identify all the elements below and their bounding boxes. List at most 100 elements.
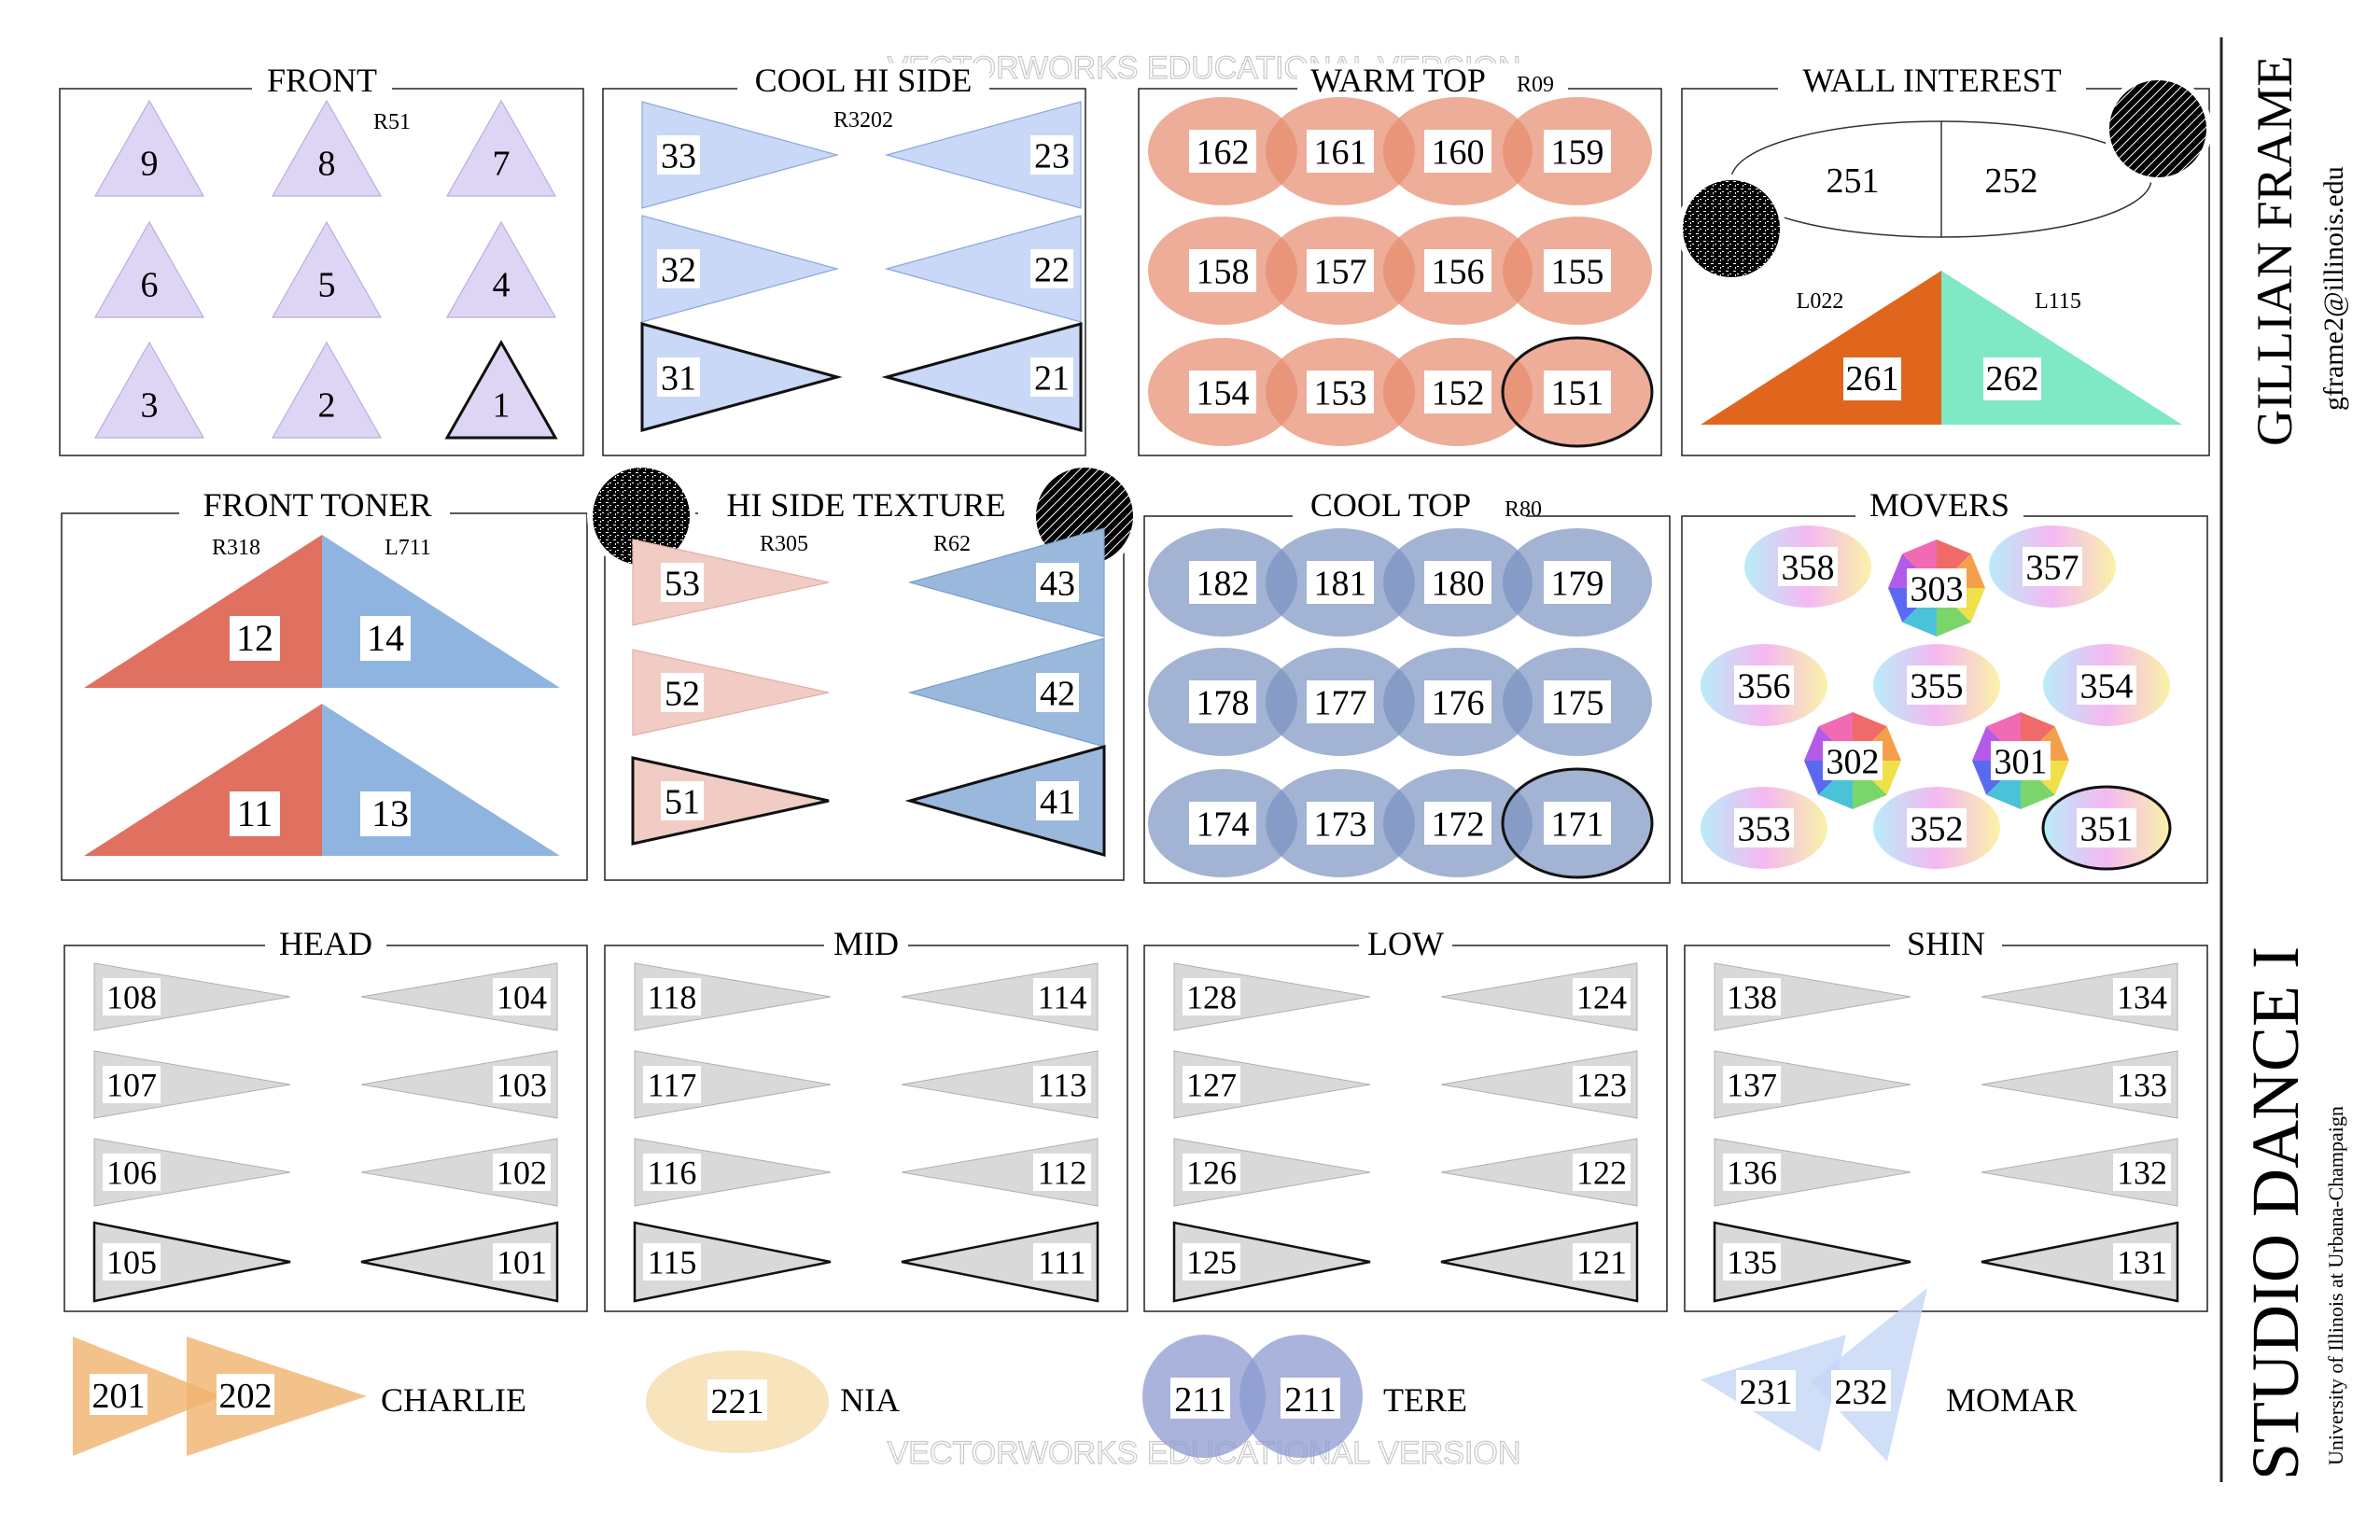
- special-triangle: [187, 1337, 367, 1456]
- specials-row: 201 202 CHARLIE 221 NIA 211 211 TERE 231…: [73, 1288, 2077, 1462]
- toner-gel-left-label: R318: [212, 536, 260, 560]
- system-unit: [633, 1221, 832, 1303]
- system-unit: [92, 1221, 291, 1303]
- texture-unit: [904, 745, 1106, 857]
- texture-unit: [907, 527, 1105, 637]
- channel-3: 3: [141, 385, 159, 425]
- channel-32: 32: [661, 250, 696, 289]
- channel-53: 53: [665, 564, 700, 603]
- channel-352: 352: [1911, 809, 1964, 848]
- channel-358: 358: [1782, 548, 1835, 587]
- channel-51: 51: [665, 782, 700, 821]
- channel-41: 41: [1040, 782, 1075, 821]
- front-unit: [93, 220, 205, 318]
- system-unit: [901, 1221, 1099, 1303]
- channel-211: 211: [1284, 1380, 1337, 1420]
- channel-7: 7: [493, 144, 511, 183]
- texture-unit: [907, 637, 1105, 748]
- section-wall-interest: WALL INTEREST 251 252 L022 L115 261 262: [1677, 62, 2212, 456]
- channel-126: 126: [1186, 1155, 1237, 1192]
- channel-2: 2: [318, 385, 336, 425]
- section-mid-title: MID: [833, 925, 899, 962]
- channel-301: 301: [1995, 742, 2048, 781]
- channel-251: 251: [1827, 161, 1880, 201]
- channel-103: 103: [497, 1067, 547, 1104]
- channel-134: 134: [2117, 979, 2167, 1016]
- channel-302: 302: [1827, 742, 1880, 781]
- channel-12: 12: [236, 617, 273, 659]
- texture-unit: [631, 756, 830, 846]
- channel-261: 261: [1846, 359, 1899, 399]
- channel-14: 14: [367, 617, 404, 659]
- channel-31: 31: [661, 358, 696, 398]
- channel-173: 173: [1314, 805, 1367, 844]
- texture-unit: [632, 649, 830, 736]
- channel-52: 52: [665, 674, 700, 713]
- section-cool-hi-side-title: COOL HI SIDE: [755, 62, 973, 99]
- section-hi-side-texture-title: HI SIDE TEXTURE: [726, 486, 1005, 524]
- channel-106: 106: [106, 1155, 157, 1192]
- front-unit: [93, 99, 205, 197]
- gobo-icon: [1677, 175, 1785, 283]
- channel-153: 153: [1314, 373, 1367, 413]
- channel-9: 9: [141, 144, 159, 183]
- system-unit: [360, 1221, 559, 1303]
- channel-132: 132: [2117, 1155, 2167, 1192]
- front-unit: [445, 99, 557, 197]
- designer-email: gframe2@illinois.edu: [2318, 166, 2349, 411]
- channel-111: 111: [1038, 1244, 1085, 1281]
- channel-355: 355: [1911, 666, 1964, 706]
- channel-353: 353: [1738, 809, 1791, 848]
- channel-112: 112: [1038, 1155, 1087, 1192]
- channel-23: 23: [1034, 136, 1070, 175]
- toner-cool-wedge: [322, 535, 560, 688]
- channel-6: 6: [141, 265, 159, 304]
- channel-231: 231: [1740, 1373, 1793, 1412]
- channel-123: 123: [1576, 1067, 1627, 1104]
- channel-122: 122: [1576, 1155, 1627, 1192]
- selected-outline: [1501, 767, 1654, 879]
- channel-13: 13: [371, 792, 409, 834]
- warm-top-gel-label: R09: [1517, 73, 1554, 97]
- channel-125: 125: [1186, 1244, 1237, 1281]
- channel-11: 11: [237, 792, 273, 834]
- section-warm-top-title: WARM TOP: [1310, 62, 1486, 99]
- channel-201: 201: [92, 1377, 146, 1416]
- section-front-title: FRONT: [267, 62, 377, 99]
- channel-121: 121: [1576, 1244, 1627, 1281]
- hi-side-unit: [884, 215, 1082, 323]
- channel-155: 155: [1551, 252, 1604, 291]
- front-unit: [271, 341, 383, 439]
- channel-114: 114: [1038, 979, 1087, 1016]
- channel-172: 172: [1432, 805, 1485, 844]
- channel-127: 127: [1186, 1067, 1237, 1104]
- channel-4: 4: [493, 265, 511, 304]
- channel-22: 22: [1034, 250, 1070, 289]
- hi-side-unit: [641, 215, 840, 323]
- channel-211: 211: [1174, 1380, 1226, 1420]
- channel-174: 174: [1197, 805, 1250, 844]
- section-front-toner: FRONT TONER R318 L711 12 14 11 13: [61, 486, 588, 881]
- section-shin-title: SHIN: [1907, 925, 1985, 962]
- hi-side-unit: [641, 101, 840, 209]
- texture-gel-left-label: R305: [760, 532, 808, 556]
- channel-101: 101: [497, 1244, 547, 1281]
- section-cool-top-title: COOL TOP: [1310, 486, 1471, 524]
- wall-gel-left-label: L022: [1797, 289, 1844, 314]
- channel-357: 357: [2026, 548, 2079, 587]
- system-unit: [1172, 1221, 1371, 1303]
- channel-160: 160: [1432, 133, 1485, 172]
- system-unit: [1713, 1221, 1911, 1303]
- front-unit: [93, 341, 205, 439]
- section-head-title: HEAD: [279, 925, 372, 962]
- channel-113: 113: [1038, 1067, 1087, 1104]
- channel-135: 135: [1727, 1244, 1777, 1281]
- section-wall-interest-title: WALL INTEREST: [1802, 62, 2062, 99]
